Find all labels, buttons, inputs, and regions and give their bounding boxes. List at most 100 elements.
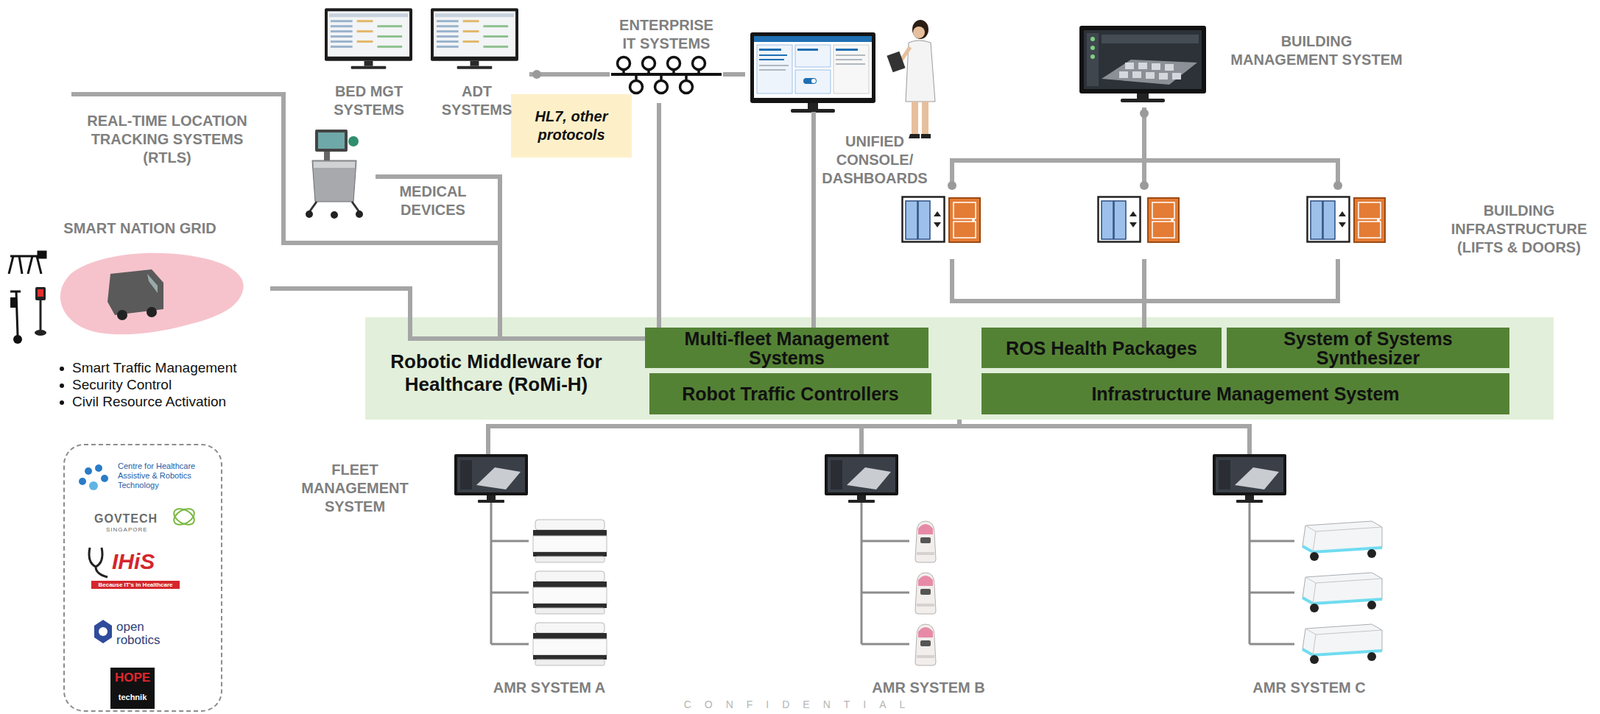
- text-slot: MEDICAL DEVICES: [385, 182, 481, 220]
- text-slot: SINGAPORE: [106, 526, 148, 534]
- nurse-figure: [913, 26, 925, 39]
- robot-dog-icon: [8, 256, 42, 274]
- patrol-robot-icon: [39, 300, 42, 330]
- module-box: Infrastructure Management System: [981, 373, 1510, 415]
- patrol-robot-icon: [10, 297, 17, 308]
- node-text: ENTERPRISE IT SYSTEMS: [612, 16, 721, 54]
- medical-cart: [318, 132, 345, 149]
- node-text: BED MGT SYSTEMS: [322, 82, 416, 120]
- medical-cart: [313, 161, 355, 168]
- network-icon: [611, 57, 722, 94]
- node-text: REAL-TIME LOCATION TRACKING SYSTEMS (RTL…: [75, 111, 260, 168]
- robot-icon: [1302, 572, 1383, 613]
- patrol-robot-icon: [10, 287, 47, 344]
- group-label: FLEET MANAGEMENT SYSTEM: [295, 460, 414, 517]
- text-slot: FLEET MANAGEMENT SYSTEM: [295, 460, 414, 517]
- bullet-dot: [59, 366, 65, 372]
- medical-cart: [348, 136, 359, 147]
- node-text: GOVTECH: [94, 511, 158, 526]
- node-text: Because IT's in Healthcare: [91, 580, 180, 590]
- monitor-icon: [430, 8, 519, 69]
- singapore-map: [117, 309, 128, 321]
- node-text: IHiS: [111, 548, 155, 576]
- node-text: Robotic Middleware for Healthcare (RoMi-…: [371, 350, 622, 397]
- text-slot: AMR SYSTEM C: [1239, 678, 1380, 698]
- medical-cart: [330, 211, 338, 219]
- connector-line: [723, 72, 746, 77]
- connector-line: [488, 419, 960, 455]
- partner-logo: [94, 619, 112, 644]
- singapore-map: [60, 253, 244, 336]
- text-slot: Because IT's in Healthcare: [91, 580, 180, 590]
- lift-icon: [1098, 197, 1141, 243]
- medical-cart: [305, 210, 313, 218]
- robot-icon: [533, 571, 607, 615]
- lift-icon: [902, 197, 945, 243]
- connector-line: [270, 288, 646, 339]
- node-text: BUILDING MANAGEMENT SYSTEM: [1228, 32, 1405, 70]
- partner-logo: [89, 547, 108, 578]
- partner-logo: [110, 667, 155, 710]
- node-text: UNIFIED CONSOLE/ DASHBOARDS: [819, 132, 930, 188]
- network-icon: [617, 57, 631, 70]
- singapore-map: [60, 253, 244, 336]
- text-slot: Security Control: [72, 376, 172, 394]
- network-group: ENTERPRISE IT SYSTEMS: [609, 16, 724, 104]
- robot-icon: [533, 519, 1383, 666]
- connector-line: [861, 419, 960, 455]
- robot-tree: [861, 502, 910, 645]
- node-text: ADT SYSTEMS: [427, 82, 527, 120]
- text-slot: HOPE: [111, 670, 154, 686]
- console-group: UNIFIED CONSOLE/ DASHBOARDS: [745, 16, 952, 192]
- text-slot: BUILDING INFRASTRUCTURE (LIFTS & DOORS): [1443, 201, 1595, 257]
- node-text: AMR SYSTEM A: [479, 678, 620, 698]
- network-icon: [617, 57, 706, 94]
- middleware-band: Robotic Middleware for Healthcare (RoMi-…: [365, 317, 1554, 420]
- connector-line: [811, 191, 816, 328]
- text-slot: Robotic Middleware for Healthcare (RoMi-…: [371, 350, 622, 397]
- medical-cart: [309, 201, 317, 213]
- text-slot: open robotics: [116, 620, 180, 648]
- node-text: AMR SYSTEM C: [1239, 678, 1380, 698]
- wire-stub: [811, 111, 816, 193]
- watermark: CONFIDENTIAL: [661, 699, 942, 710]
- nurse-figure: [921, 101, 929, 135]
- text-slot: CONFIDENTIAL: [661, 699, 942, 710]
- text-slot: ADT SYSTEMS: [427, 82, 527, 120]
- singapore-map: [107, 269, 164, 316]
- robot-icon: [915, 624, 936, 666]
- monitor-icon: [324, 8, 1287, 503]
- node-text: System of Systems Synthesizer: [1231, 329, 1506, 368]
- text-slot: BUILDING MANAGEMENT SYSTEM: [1228, 32, 1405, 70]
- door-icon: [1147, 198, 1179, 243]
- network-icon: [642, 57, 656, 70]
- module-box: Multi-fleet Management Systems: [645, 327, 929, 369]
- text-slot: ENTERPRISE IT SYSTEMS: [612, 16, 721, 54]
- text-slot: Civil Resource Activation: [72, 393, 227, 411]
- text-slot: GOVTECH: [94, 511, 158, 526]
- amr-group: AMR SYSTEM B: [820, 454, 1035, 699]
- partner-logo: [171, 505, 198, 529]
- partner-logo: [89, 481, 98, 491]
- patrol-robot-icon: [37, 289, 44, 297]
- medical-cart: [312, 160, 357, 202]
- node-text: BUILDING INFRASTRUCTURE (LIFTS & DOORS): [1443, 201, 1595, 257]
- text-slot: IHiS: [111, 548, 155, 576]
- partner-logo: [171, 505, 198, 529]
- medical-cart: [315, 129, 348, 152]
- bullet-dot: [59, 383, 65, 389]
- network-icon: [680, 80, 693, 94]
- bullet-dot: [59, 366, 65, 405]
- door-icon: [949, 198, 981, 243]
- network-icon: [655, 80, 668, 94]
- system-group: REAL-TIME LOCATION TRACKING SYSTEMS (RTL…: [71, 94, 284, 173]
- module-box: Robot Traffic Controllers: [649, 373, 932, 415]
- monitor-icon: [324, 8, 413, 69]
- network-icon: [623, 69, 699, 81]
- node-text: Smart Traffic Management: [72, 360, 238, 377]
- robot-icon: [533, 622, 607, 666]
- robot-icon: [915, 572, 936, 615]
- system-group: BED MGT SYSTEMS: [322, 5, 419, 121]
- nurse-figure: [886, 19, 936, 139]
- node-text: Robot Traffic Controllers: [681, 384, 899, 404]
